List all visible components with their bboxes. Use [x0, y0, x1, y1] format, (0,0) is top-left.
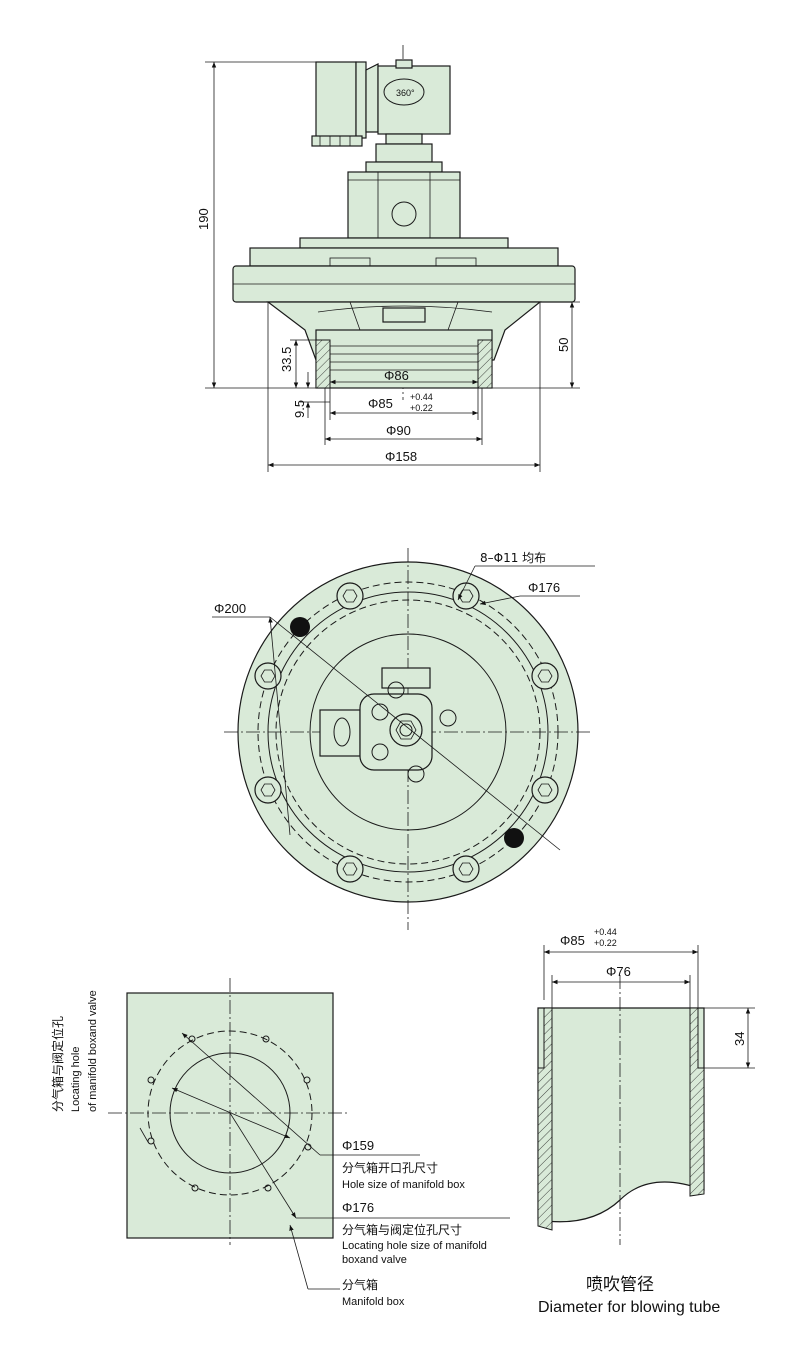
- blowing-tube: [537, 1007, 705, 1223]
- label-phi200: Φ200: [214, 601, 246, 616]
- pilot-head: 360°: [377, 59, 451, 145]
- locating-hole-cn: 分气箱与阀定位孔: [50, 1016, 65, 1112]
- threaded-outlet: [315, 329, 493, 389]
- hole-size-cn: 分气箱开口孔尺寸: [342, 1160, 438, 1175]
- upper-body: [347, 171, 461, 239]
- tol-upper: +0.44: [410, 392, 433, 402]
- dim-50: 50: [556, 338, 571, 352]
- solenoid-coil: [311, 61, 379, 147]
- dim-190: 190: [196, 208, 211, 230]
- pilot-assembly-top: [319, 667, 457, 783]
- locating-hole-bottom: [504, 828, 524, 848]
- tube-phi76: Φ76: [606, 964, 631, 979]
- manifold-view: 分气箱与阀定位孔 Locating hole of manifold boxan…: [50, 978, 510, 1308]
- top-view: 8–Φ11 均布 Φ176 Φ200: [212, 548, 595, 930]
- hole-size-en: Hole size of manifold box: [342, 1179, 465, 1191]
- label-phi176-manifold: Φ176: [342, 1200, 374, 1215]
- tube-phi85: Φ85: [560, 933, 585, 948]
- manifold-en: Manifold box: [342, 1296, 405, 1308]
- manifold-cn: 分气箱: [342, 1277, 378, 1292]
- label-phi159: Φ159: [342, 1138, 374, 1153]
- locating-size-cn: 分气箱与阀定位孔尺寸: [342, 1222, 462, 1237]
- dim-phi158: Φ158: [385, 449, 417, 464]
- dim-phi86: Φ86: [384, 368, 409, 383]
- locating-hole-en1: Locating hole: [70, 1047, 82, 1112]
- rotation-label: 360°: [396, 88, 415, 98]
- valve-stem: [375, 143, 433, 163]
- manifold-opening: [169, 1052, 291, 1174]
- dim-33-5: 33.5: [279, 347, 294, 372]
- tube-title-cn: 喷吹管径: [586, 1275, 654, 1295]
- tube-tol-lower: +0.22: [594, 938, 617, 948]
- tube-tol-upper: +0.44: [594, 927, 617, 937]
- dim-phi85: Φ85: [368, 396, 393, 411]
- locating-size-en1: Locating hole size of manifold: [342, 1240, 487, 1252]
- locating-hole-en2: of manifold boxand valve: [87, 990, 99, 1112]
- dim-9-5: 9.5: [292, 400, 307, 418]
- tol-lower: +0.22: [410, 403, 433, 413]
- tube-title-en: Diameter for blowing tube: [538, 1299, 720, 1316]
- label-8-phi11: 8–Φ11 均布: [480, 551, 546, 565]
- locating-size-en2: boxand valve: [342, 1254, 407, 1266]
- locating-hole-top: [290, 617, 310, 637]
- tube-view: Φ85 +0.44 +0.22 Φ76 34 喷吹管径 Diameter for…: [537, 927, 755, 1316]
- label-phi176-top: Φ176: [528, 580, 560, 595]
- bolt-lugs: [254, 582, 559, 883]
- tube-depth-34: 34: [732, 1032, 747, 1046]
- front-view: 360° 190: [196, 45, 580, 472]
- dim-phi90: Φ90: [386, 423, 411, 438]
